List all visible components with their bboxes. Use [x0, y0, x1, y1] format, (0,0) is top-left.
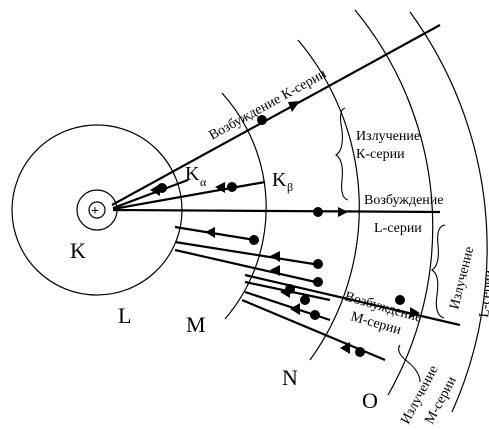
l-emission-brace	[432, 225, 445, 318]
svg-text:α: α	[200, 175, 207, 189]
arrow-head	[205, 227, 215, 238]
shell-label-n: N	[282, 365, 298, 390]
arrow-head	[290, 303, 300, 315]
l-excitation-label-1: Возбуждение	[364, 193, 443, 208]
shell-label-m: M	[186, 312, 206, 337]
k-beta-ray	[113, 182, 265, 209]
electron-dot	[227, 182, 237, 192]
electron-dot	[313, 259, 323, 269]
k-emission-label-1: Излучение	[356, 129, 420, 144]
electron-dot	[313, 207, 323, 217]
k-alpha-label: K α	[185, 163, 207, 189]
arrow-head	[270, 251, 280, 262]
l-emission-ray-2	[175, 242, 320, 265]
svg-text:K: K	[272, 169, 287, 191]
k-beta-label: K β	[272, 169, 293, 194]
svg-text:K: K	[185, 163, 200, 185]
arrow-head	[338, 207, 348, 217]
shell-label-l: L	[118, 303, 131, 328]
electron-dot	[313, 277, 323, 287]
k-emission-brace	[336, 108, 348, 200]
electron-dot	[249, 235, 259, 245]
nucleus-charge: +	[91, 204, 99, 219]
k-emission-label-2: К-серии	[356, 147, 405, 162]
electron-dot	[355, 347, 365, 357]
electron-dot	[300, 295, 310, 305]
shell-label-o: O	[362, 388, 378, 413]
l-emission-label-1: Излучение	[447, 245, 477, 311]
k-excitation-label: Возбуждение К-серии	[207, 66, 330, 143]
l-emission-ray-3	[175, 250, 320, 283]
l-excitation-label-2: L-серии	[374, 221, 422, 236]
svg-text:β: β	[287, 180, 293, 194]
electron-dot	[310, 310, 320, 320]
shell-label-k: K	[70, 238, 86, 263]
arrow-head	[270, 265, 280, 276]
l-excitation-ray	[113, 210, 440, 212]
l-emission-label-2: L-серии	[477, 269, 489, 319]
